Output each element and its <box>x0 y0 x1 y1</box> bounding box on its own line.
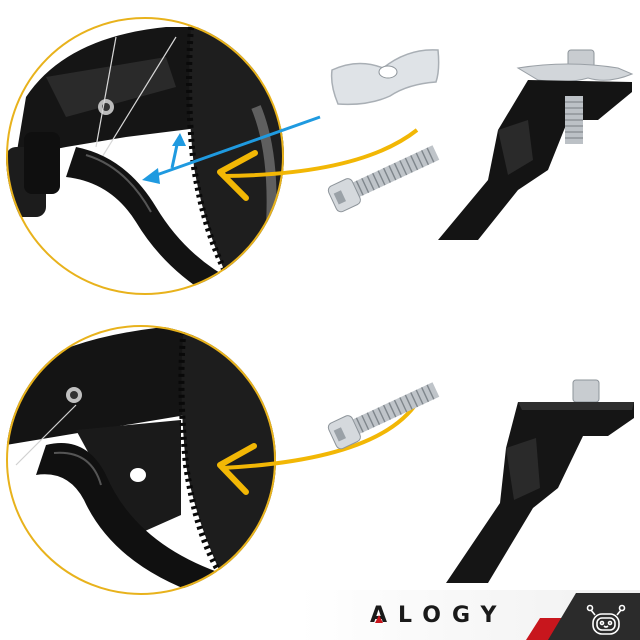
kickstand-with-plate <box>438 49 634 240</box>
arrows-overlay <box>217 399 420 495</box>
yellow-curved-arrow <box>217 128 419 201</box>
socket-cap-bolt <box>327 145 440 213</box>
curved-mounting-plate <box>330 49 440 106</box>
brand-wordmark: ALOGY <box>370 603 508 628</box>
socket-cap-bolt <box>327 382 440 450</box>
arrows-overlay <box>142 115 419 201</box>
installation-variant-with-plate <box>6 17 634 295</box>
brand-footer: ALOGY <box>0 590 640 640</box>
brand-band <box>300 590 640 640</box>
dark-logo-block <box>548 593 640 640</box>
red-triangle-accent <box>375 615 383 623</box>
yellow-curved-arrow <box>217 399 420 495</box>
kickstand-flat-top <box>446 379 634 583</box>
blue-pointer-arrow <box>142 115 321 184</box>
robot-face-icon <box>586 604 626 635</box>
installation-variant-without-plate <box>0 320 640 595</box>
